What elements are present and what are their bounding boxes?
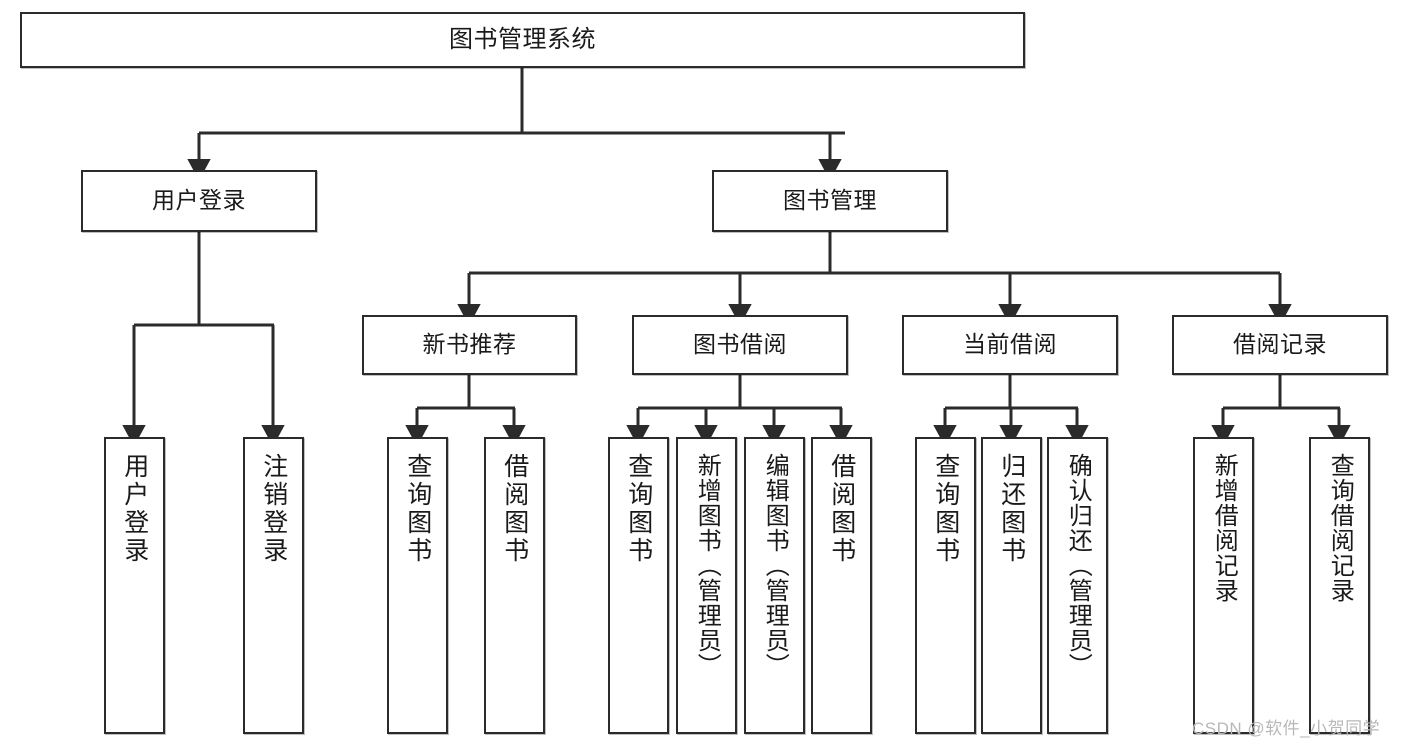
leaf-query-book-3-label: 查询图书 [931, 453, 960, 565]
leaf-return-book[interactable]: 归还图书 [981, 437, 1042, 734]
leaf-borrow-book-2-label: 借阅图书 [827, 453, 856, 565]
node-current-borrow[interactable]: 当前借阅 [902, 315, 1118, 375]
node-book-borrow[interactable]: 图书借阅 [632, 315, 848, 375]
leaf-query-book-1-label: 查询图书 [403, 453, 432, 565]
leaf-confirm-return[interactable]: 确认归还（管理员） [1047, 437, 1108, 734]
csdn-watermark: CSDN @软件_小贺同学 [1192, 719, 1381, 738]
leaf-query-record[interactable]: 查询借阅记录 [1309, 437, 1370, 734]
node-root[interactable]: 图书管理系统 [20, 12, 1025, 68]
node-root-label: 图书管理系统 [449, 25, 596, 53]
leaf-user-login-label: 用户登录 [120, 453, 149, 565]
leaf-logout-login-label: 注销登录 [259, 453, 288, 565]
node-book-borrow-label: 图书借阅 [693, 331, 787, 358]
leaf-borrow-book-1[interactable]: 借阅图书 [484, 437, 545, 734]
leaf-return-book-label: 归还图书 [997, 453, 1026, 565]
leaf-query-book-1[interactable]: 查询图书 [387, 437, 448, 734]
leaf-edit-book-label: 编辑图书（管理员） [761, 453, 789, 678]
node-book-management[interactable]: 图书管理 [712, 170, 948, 232]
leaf-add-record[interactable]: 新增借阅记录 [1193, 437, 1254, 734]
node-new-book-recommend-label: 新书推荐 [422, 331, 517, 358]
node-borrow-record[interactable]: 借阅记录 [1172, 315, 1388, 375]
leaf-confirm-return-label: 确认归还（管理员） [1064, 453, 1092, 678]
leaf-add-book[interactable]: 新增图书（管理员） [676, 437, 737, 734]
leaf-edit-book[interactable]: 编辑图书（管理员） [744, 437, 805, 734]
leaf-query-book-3[interactable]: 查询图书 [915, 437, 976, 734]
node-user-login-label: 用户登录 [152, 187, 246, 214]
leaf-borrow-book-2[interactable]: 借阅图书 [811, 437, 872, 734]
leaf-query-book-2[interactable]: 查询图书 [608, 437, 669, 734]
node-book-management-label: 图书管理 [783, 187, 877, 214]
leaf-add-book-label: 新增图书（管理员） [693, 453, 721, 678]
node-new-book-recommend[interactable]: 新书推荐 [362, 315, 577, 375]
node-borrow-record-label: 借阅记录 [1233, 331, 1327, 358]
leaf-query-record-label: 查询借阅记录 [1326, 453, 1354, 603]
leaf-query-book-2-label: 查询图书 [624, 453, 653, 565]
leaf-user-login[interactable]: 用户登录 [104, 437, 165, 734]
node-user-login[interactable]: 用户登录 [81, 170, 317, 232]
leaf-logout-login[interactable]: 注销登录 [243, 437, 304, 734]
node-current-borrow-label: 当前借阅 [963, 331, 1057, 358]
leaf-add-record-label: 新增借阅记录 [1210, 453, 1238, 603]
leaf-borrow-book-1-label: 借阅图书 [500, 453, 529, 565]
